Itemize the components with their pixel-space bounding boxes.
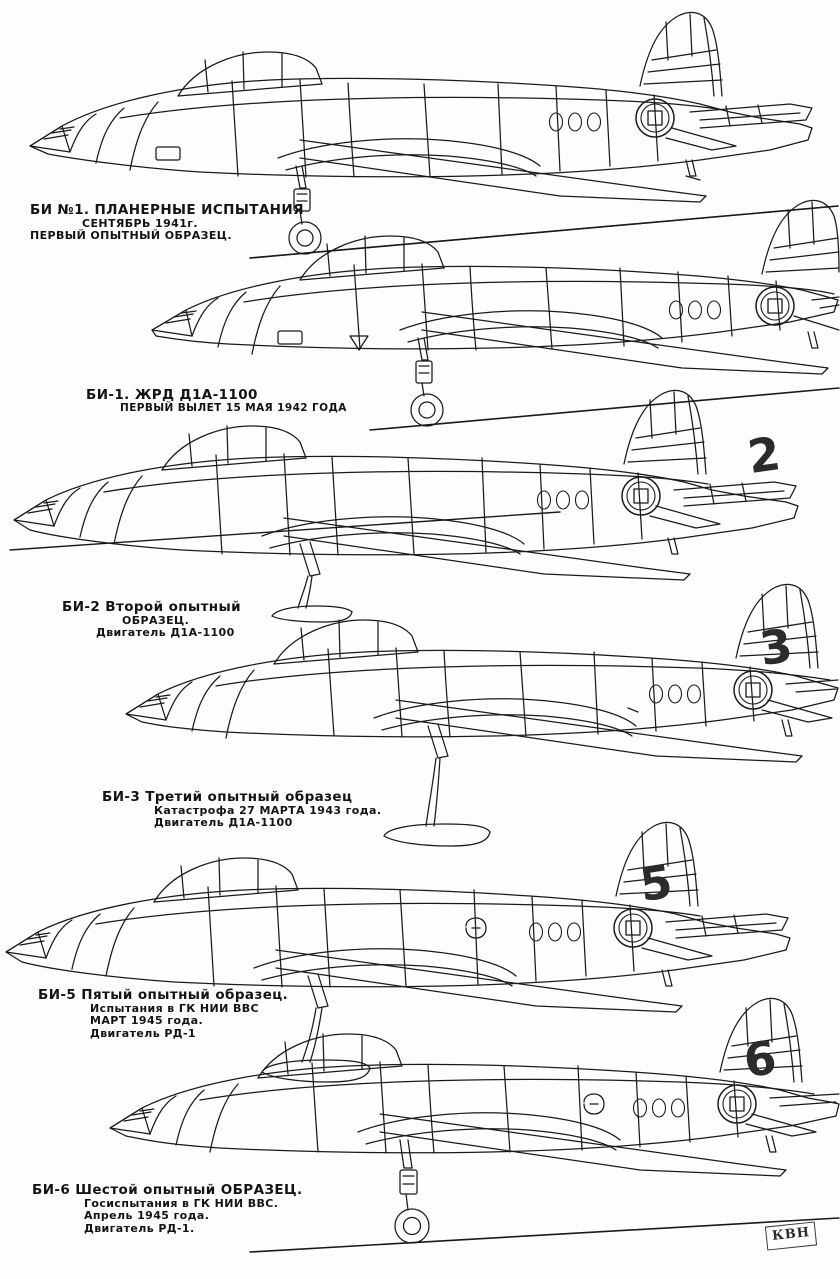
caption-line-1: БИ-6 Шестой опытный ОБРАЗЕЦ. xyxy=(32,1182,303,1198)
caption-line-4: Двигатель РД-1 xyxy=(90,1026,196,1040)
caption-bi-6: БИ-6 Шестой опытный ОБРАЗЕЦ. Госиспытани… xyxy=(32,1182,303,1235)
caption-line-1: БИ-1. ЖРД Д1А-1100 xyxy=(86,387,258,403)
caption-bi-1: БИ-1. ЖРД Д1А-1100 ПЕРВЫЙ ВЫЛЕТ 15 МАЯ 1… xyxy=(86,387,347,415)
aircraft-drawing-bi-5 xyxy=(5,821,791,1083)
caption-bi-1-glider: БИ №1. ПЛАНЕРНЫЕ ИСПЫТАНИЯ СЕНТЯБРЬ 1941… xyxy=(30,202,304,243)
caption-line-1: БИ №1. ПЛАНЕРНЫЕ ИСПЫТАНИЯ xyxy=(30,202,304,218)
caption-line-3: Двигатель Д1А-1100 xyxy=(154,816,293,830)
aircraft-drawing-bi-1-glider xyxy=(29,11,839,259)
caption-line-1: БИ-5 Пятый опытный образец. xyxy=(38,987,289,1003)
caption-line-3: ПЕРВЫЙ ОПЫТНЫЙ ОБРАЗЕЦ. xyxy=(30,229,232,243)
caption-line-3: Апрель 1945 года. xyxy=(84,1209,210,1223)
aircraft-drawing-bi-3 xyxy=(125,583,839,847)
caption-bi-3: БИ-3 Третий опытный образец Катастрофа 2… xyxy=(102,789,382,830)
caption-line-2: СЕНТЯБРЬ 1941г. xyxy=(82,217,198,231)
caption-line-3: Двигатель Д1А-1100 xyxy=(96,626,235,640)
caption-line-2: Катастрофа 27 МАРТА 1943 года. xyxy=(154,804,382,818)
caption-line-1: БИ-3 Третий опытный образец xyxy=(102,789,353,805)
caption-line-2: Испытания в ГК НИИ ВВС xyxy=(90,1002,259,1016)
caption-line-2: ОБРАЗЕЦ. xyxy=(122,614,190,628)
caption-line-4: Двигатель РД-1. xyxy=(84,1221,195,1235)
caption-bi-2: БИ-2 Второй опытный ОБРАЗЕЦ. Двигатель Д… xyxy=(62,599,241,640)
aircraft-drawing-bi-2 xyxy=(9,389,799,623)
caption-line-3: МАРТ 1945 года. xyxy=(90,1014,204,1028)
aircraft-drawing-bi-6 xyxy=(109,997,840,1253)
caption-bi-5: БИ-5 Пятый опытный образец. Испытания в … xyxy=(38,987,289,1040)
caption-line-1: БИ-2 Второй опытный xyxy=(62,599,241,615)
caption-line-2: Госиспытания в ГК НИИ ВВС. xyxy=(84,1197,279,1211)
aircraft-drawing-bi-1 xyxy=(151,199,840,431)
caption-line-2: ПЕРВЫЙ ВЫЛЕТ 15 МАЯ 1942 ГОДА xyxy=(120,402,347,415)
